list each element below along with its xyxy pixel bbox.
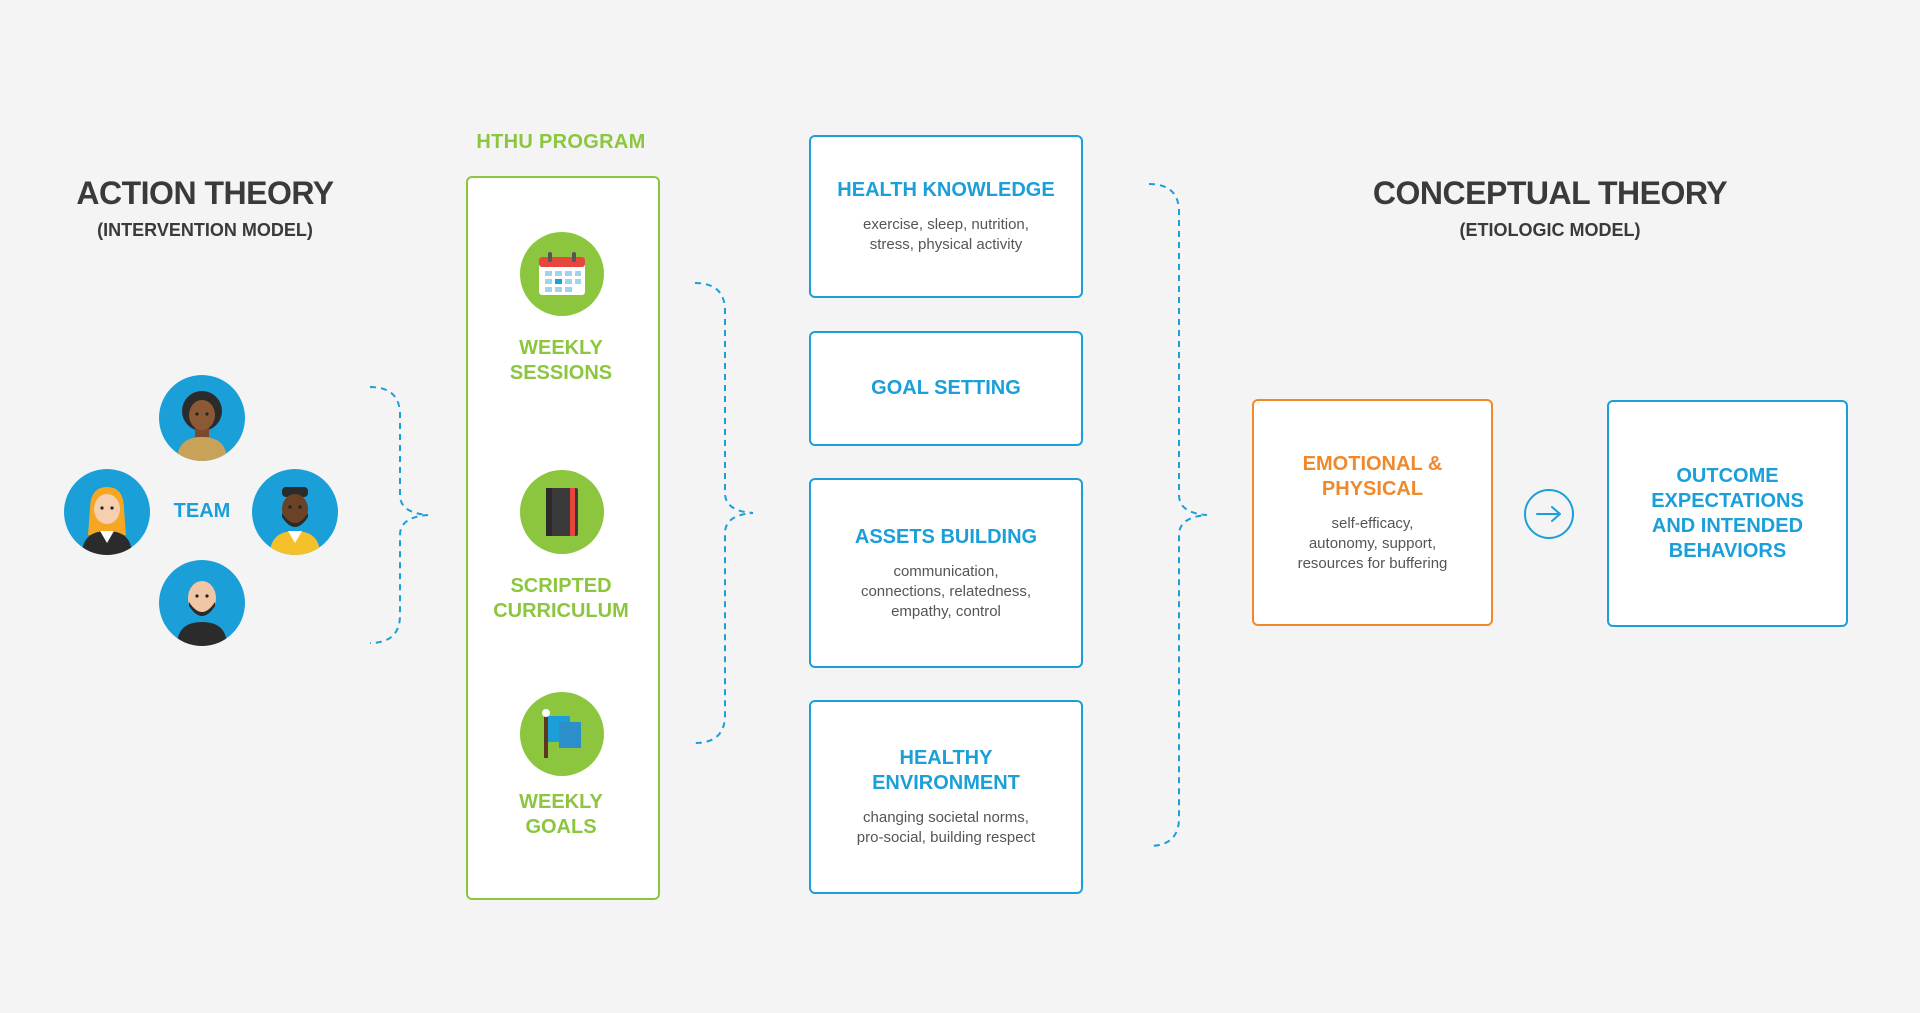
component-card-health-knowledge: HEALTH KNOWLEDGE exercise, sleep, nutrit… [809,135,1083,298]
program-item-label: SCRIPTED CURRICULUM [493,575,629,622]
card-title: HEALTHY ENVIRONMENT [872,747,1020,794]
program-item-icon-circle [520,232,604,316]
notebook-icon [546,488,578,536]
brace-connector-team [369,386,429,644]
conceptual-theory-subtitle: (ETIOLOGIC MODEL) [1459,220,1641,240]
emotional-physical-card: EMOTIONAL & PHYSICAL self-efficacy, auto… [1252,399,1493,626]
card-title: EMOTIONAL & PHYSICAL [1302,452,1443,500]
card-description: self-efficacy, autonomy, support, resour… [1297,514,1448,572]
calendar-icon [539,252,585,295]
team-member-avatar [252,469,338,555]
program-item-icon-circle [520,470,604,554]
card-title: GOAL SETTING [871,377,1021,399]
program-item-icon-circle [520,692,604,776]
card-description: exercise, sleep, nutrition, stress, phys… [863,216,1029,253]
team-label: TEAM [173,500,231,522]
outcome-card: OUTCOME EXPECTATIONS AND INTENDED BEHAVI… [1607,400,1848,627]
card-title: HEALTH KNOWLEDGE [837,179,1055,201]
team-member-avatar [159,560,245,646]
arrow-right-icon [1524,489,1574,539]
program-item-label: WEEKLY SESSIONS [509,337,613,384]
action-theory-title: ACTION THEORY [76,175,334,211]
program-label: HTHU PROGRAM [476,131,646,153]
component-card-healthy-environment: HEALTHY ENVIRONMENT changing societal no… [809,700,1083,894]
component-card-assets-building: ASSETS BUILDING communication, connectio… [809,478,1083,668]
brace-connector-program [694,282,754,744]
flag-icon [542,709,581,758]
team-cluster: TEAM [60,375,340,646]
team-member-avatar [64,469,150,555]
component-card-goal-setting: GOAL SETTING [809,331,1083,446]
card-title: ASSETS BUILDING [854,525,1038,548]
brace-connector-components [1148,183,1208,847]
card-title: OUTCOME EXPECTATIONS AND INTENDED BEHAVI… [1651,464,1804,562]
program-item-label: WEEKLY GOALS [519,791,603,838]
conceptual-theory-title: CONCEPTUAL THEORY [1372,175,1728,211]
action-theory-subtitle: (INTERVENTION MODEL) [97,220,313,240]
team-member-avatar [159,375,245,461]
card-description: changing societal norms, pro-social, bui… [856,809,1036,846]
card-description: communication, connections, relatedness,… [860,562,1032,620]
